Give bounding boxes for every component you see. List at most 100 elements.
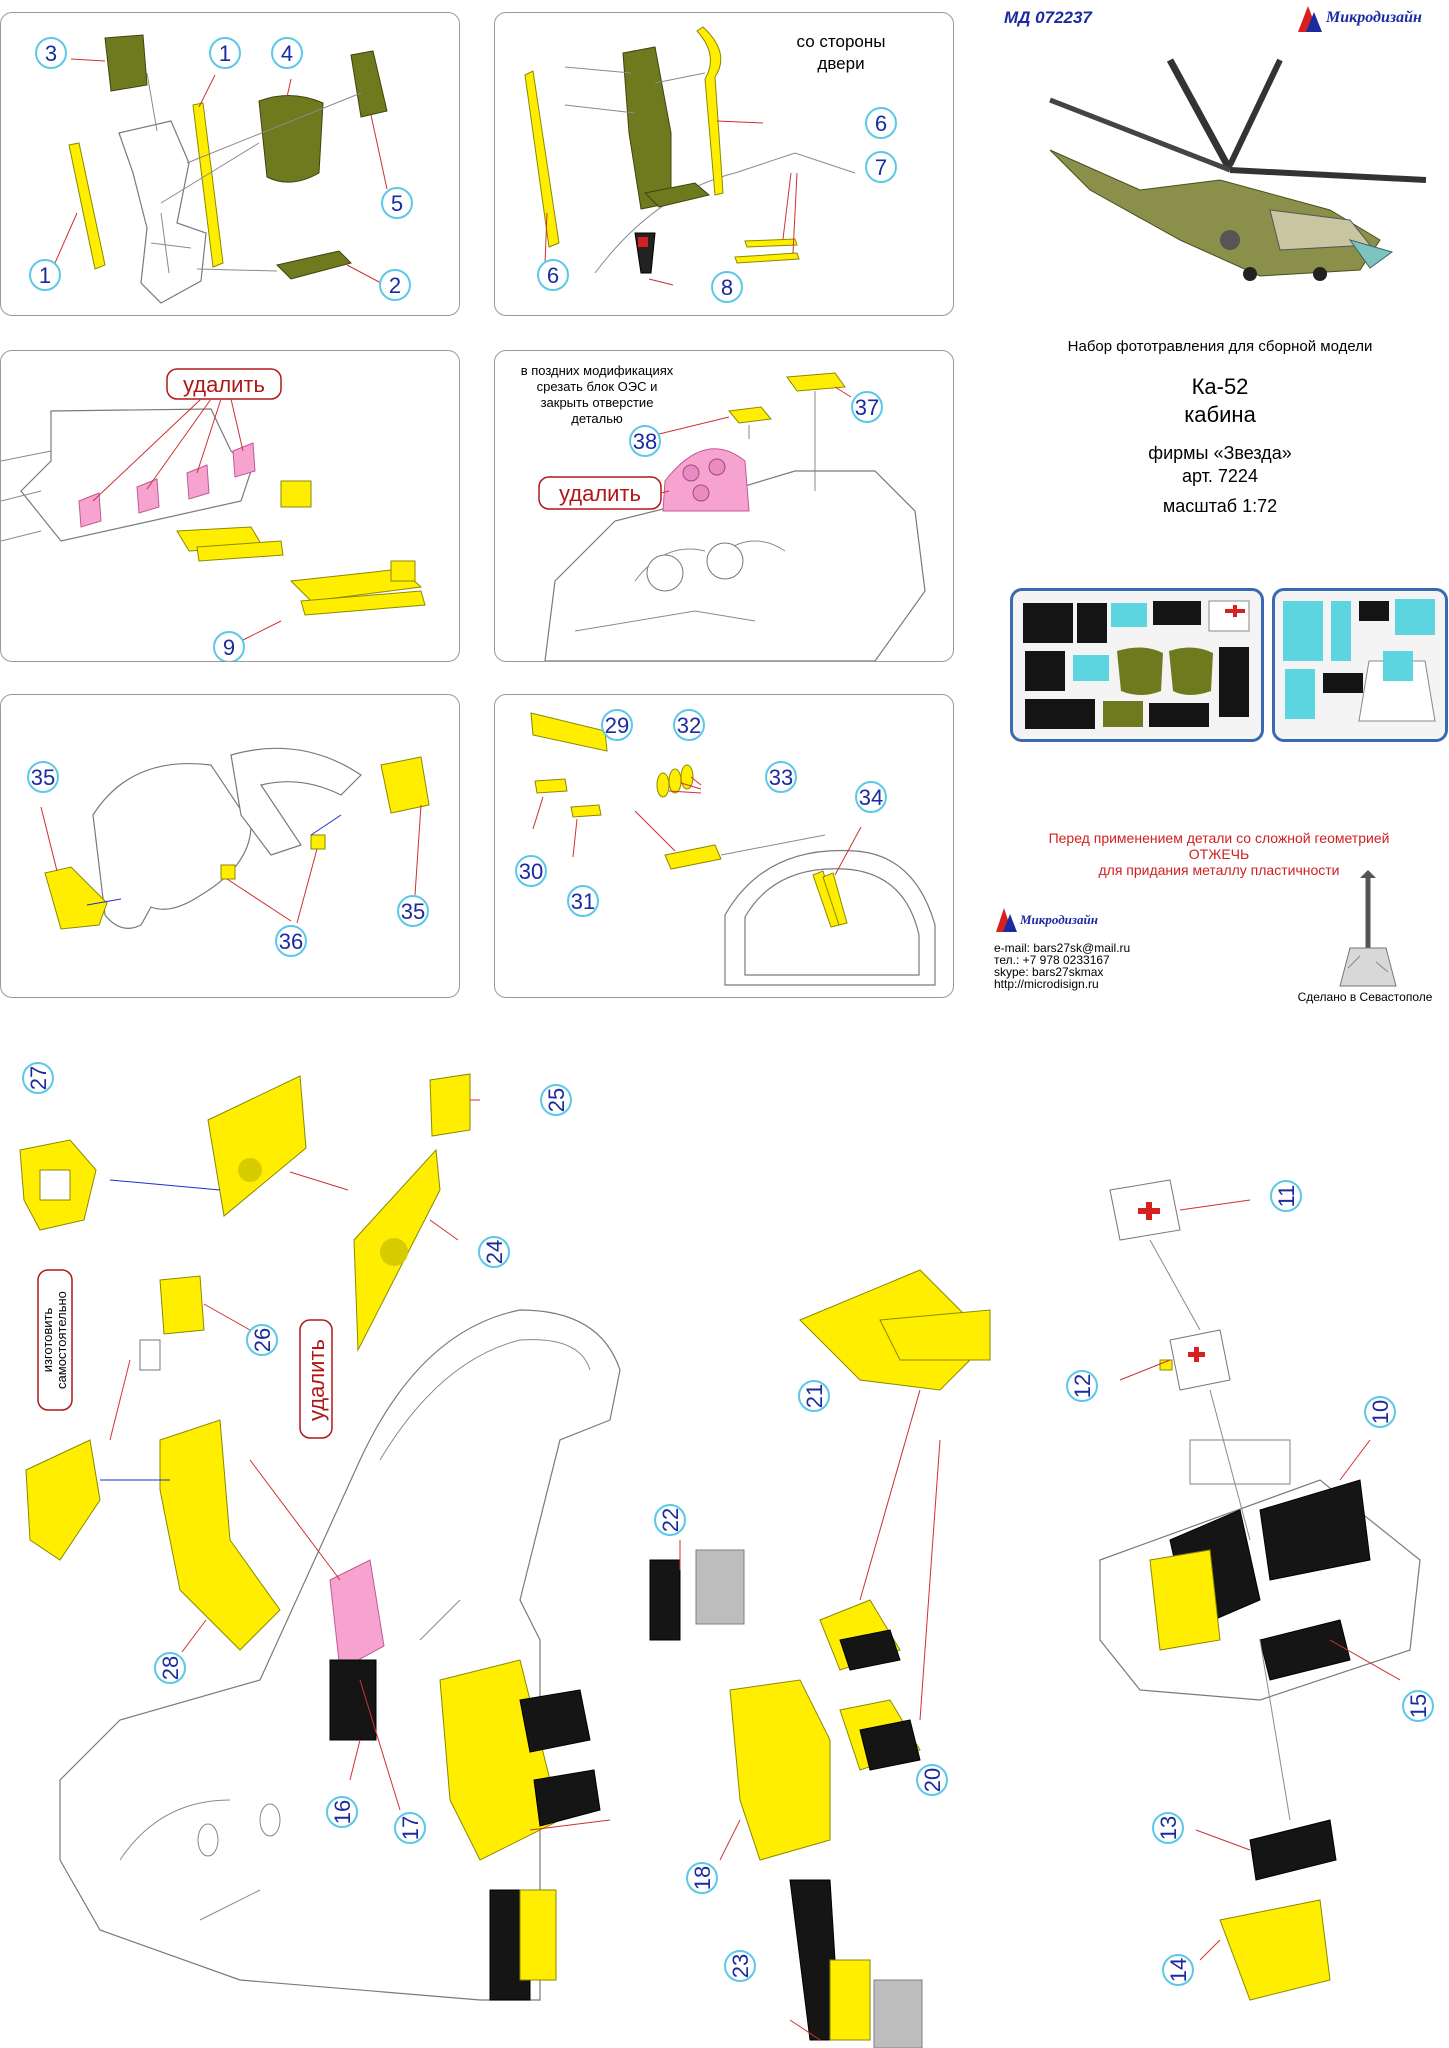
part-28 bbox=[159, 1419, 281, 1651]
parts-35-36-drawing: 35 36 35 bbox=[27, 747, 430, 957]
svg-text:6: 6 bbox=[875, 111, 887, 136]
part-36-a bbox=[220, 864, 236, 880]
svg-text:самостоятельно: самостоятельно bbox=[54, 1291, 69, 1389]
part-6-belt-left bbox=[524, 70, 560, 248]
main-cockpit-diagram: удалить изготовить самостоятельно bbox=[0, 1040, 1449, 2048]
callout-35-right: 35 bbox=[397, 895, 429, 927]
part-9-piece-c bbox=[289, 568, 423, 602]
helicopter-photo bbox=[1030, 40, 1448, 310]
make-yourself-label: изготовить самостоятельно bbox=[37, 1269, 73, 1411]
part-9-piece-d bbox=[300, 590, 426, 616]
remove-panel bbox=[329, 1559, 385, 1671]
part-26 bbox=[159, 1275, 205, 1335]
panel-parts-29-34: 29 32 33 34 30 31 bbox=[494, 694, 954, 998]
late-mod-note-line1: в поздних модификациях bbox=[521, 363, 674, 378]
panel-harness: со стороны двери 6 7 8 6 bbox=[494, 12, 954, 316]
part-38 bbox=[728, 406, 772, 424]
callout-5: 5 bbox=[381, 187, 413, 219]
canopy-frame-rear bbox=[230, 747, 362, 856]
panel-part-9: удалить 9 bbox=[0, 350, 460, 662]
svg-text:17: 17 bbox=[398, 1816, 423, 1840]
cockpit-outline bbox=[594, 152, 856, 274]
callout-32: 32 bbox=[673, 709, 705, 741]
seat-base-olive bbox=[643, 182, 711, 208]
contact-site[interactable]: http://microdisign.ru bbox=[994, 977, 1099, 991]
callout-22: 22 bbox=[654, 1504, 686, 1536]
part-35-left bbox=[44, 866, 108, 930]
remove-block-3 bbox=[186, 464, 210, 500]
callout-20: 20 bbox=[916, 1764, 948, 1796]
svg-text:12: 12 bbox=[1070, 1374, 1095, 1398]
part-33-piece bbox=[664, 844, 722, 870]
svg-text:29: 29 bbox=[605, 713, 629, 738]
callout-18: 18 bbox=[686, 1862, 718, 1894]
part-7-buckle-1 bbox=[744, 238, 798, 248]
panel-parts-37-38: в поздних модификациях срезать блок ОЭС … bbox=[494, 350, 954, 662]
part-31 bbox=[570, 804, 602, 818]
parts-37-38-drawing: в поздних модификациях срезать блок ОЭС … bbox=[521, 363, 926, 661]
remove-block-2 bbox=[136, 478, 160, 514]
part-4-cushion bbox=[258, 94, 324, 183]
svg-text:37: 37 bbox=[855, 395, 879, 420]
callout-24: 24 bbox=[478, 1236, 510, 1268]
part-upper-flap bbox=[879, 1309, 991, 1361]
right-console bbox=[1189, 1439, 1291, 1485]
svg-text:32: 32 bbox=[677, 713, 701, 738]
svg-text:5: 5 bbox=[391, 191, 403, 216]
pilot-2 bbox=[706, 542, 744, 580]
part-1-strap-left bbox=[68, 142, 106, 270]
svg-text:13: 13 bbox=[1156, 1816, 1181, 1840]
svg-text:1: 1 bbox=[219, 41, 231, 66]
remove-block-4 bbox=[232, 442, 256, 478]
svg-text:18: 18 bbox=[690, 1866, 715, 1890]
part-37 bbox=[786, 372, 846, 392]
part-6-belt-right bbox=[696, 26, 724, 196]
callout-34: 34 bbox=[855, 781, 887, 813]
part-23-yellow-right bbox=[829, 1959, 871, 2041]
svg-text:33: 33 bbox=[769, 765, 793, 790]
contacts-logo-text: Микродизайн bbox=[1020, 912, 1098, 927]
instrument-panel-2 bbox=[533, 1769, 601, 1827]
part-1-strap-right bbox=[192, 102, 224, 268]
kit-description: Набор фототравления для сборной модели bbox=[1067, 338, 1373, 355]
late-mod-note-line4: деталью bbox=[571, 411, 623, 426]
callout-33: 33 bbox=[765, 761, 797, 793]
svg-text:14: 14 bbox=[1166, 1958, 1191, 1982]
callout-27: 27 bbox=[22, 1062, 54, 1094]
callout-6-left: 6 bbox=[537, 259, 569, 291]
late-mod-note-line3: закрыть отверстие bbox=[541, 395, 654, 410]
part-26-assembled bbox=[25, 1439, 101, 1561]
svg-text:удалить: удалить bbox=[559, 481, 641, 506]
svg-text:15: 15 bbox=[1406, 1694, 1431, 1718]
callout-29: 29 bbox=[601, 709, 633, 741]
part-14 bbox=[1219, 1899, 1331, 2001]
part-29 bbox=[530, 712, 608, 752]
fret-1-parts bbox=[1023, 600, 1250, 729]
svg-text:4: 4 bbox=[281, 41, 293, 66]
tub-details bbox=[119, 1599, 501, 1921]
contacts-block: e-mail: bars27sk@mail.ru тел.: +7 978 02… bbox=[994, 942, 1130, 990]
svg-text:11: 11 bbox=[1274, 1185, 1299, 1208]
callout-26: 26 bbox=[246, 1324, 278, 1356]
parts-29-34-drawing: 29 32 33 34 30 31 bbox=[515, 709, 936, 986]
contact-email[interactable]: e-mail: bars27sk@mail.ru bbox=[994, 941, 1131, 955]
part-9-piece-b bbox=[196, 540, 284, 562]
main-cockpit-drawing: удалить изготовить самостоятельно bbox=[19, 1062, 1434, 2048]
svg-text:удалить: удалить bbox=[183, 372, 265, 397]
svg-text:3: 3 bbox=[45, 41, 57, 66]
svg-text:38: 38 bbox=[633, 429, 657, 454]
part-3-pad bbox=[104, 34, 148, 92]
part-9-drawing: удалить 9 bbox=[1, 368, 426, 661]
ka52-illustration bbox=[1049, 58, 1427, 281]
part-25 bbox=[429, 1073, 471, 1137]
brand-logo-mark bbox=[1298, 6, 1322, 32]
callout-1-top: 1 bbox=[209, 37, 241, 69]
contacts-logo: Микродизайн bbox=[994, 906, 1114, 934]
part-32-a bbox=[656, 772, 670, 798]
part-2-plate bbox=[276, 250, 352, 280]
fret-2-parts bbox=[1283, 599, 1436, 722]
callout-8: 8 bbox=[711, 271, 743, 303]
anneal-warning: Перед применением детали со сложной геом… bbox=[1004, 830, 1434, 878]
part-23-yellow-left bbox=[519, 1889, 557, 1981]
anneal-warning-line3: для придания металлу пластичности bbox=[1098, 862, 1340, 878]
